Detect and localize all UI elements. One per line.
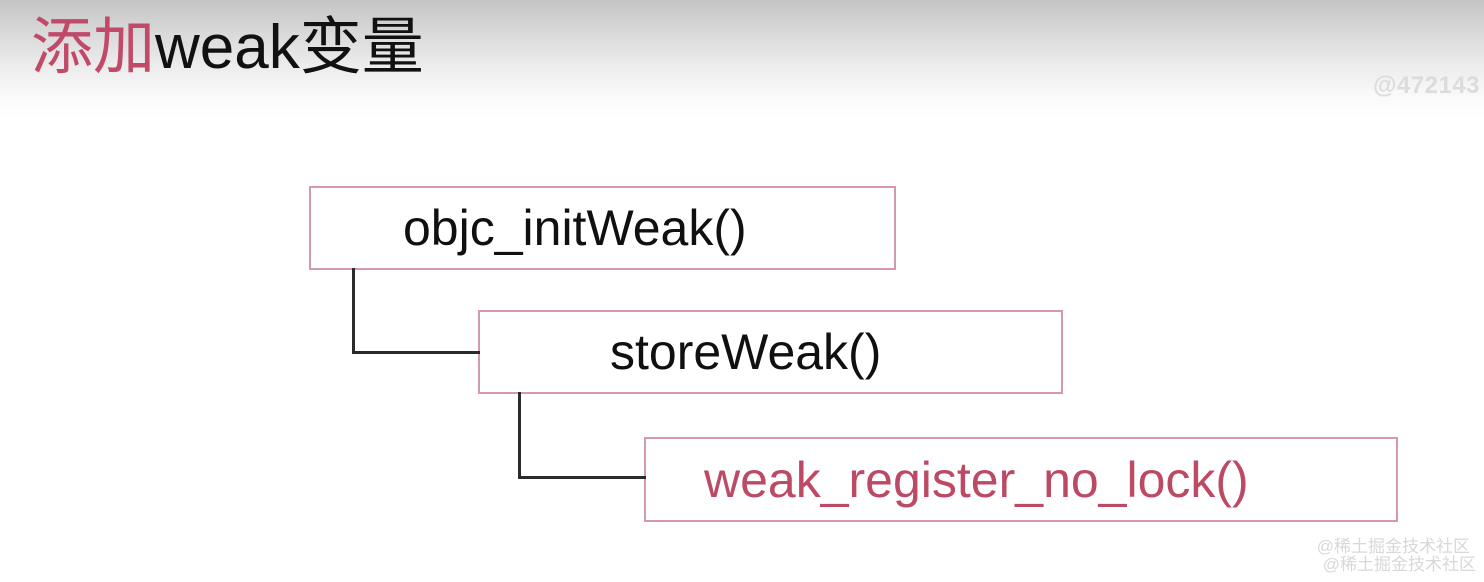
connector-1-horizontal-segment (352, 351, 480, 354)
connector-2-horizontal-segment (518, 476, 646, 479)
diagram-node-label: objc_initWeak() (403, 200, 747, 256)
connector-1-vertical-segment (352, 268, 355, 354)
page-title: 添加weak变量 (31, 11, 424, 84)
page-title-plain: weak变量 (155, 13, 424, 82)
diagram-node-objc-init-weak: objc_initWeak() (309, 186, 896, 270)
watermark-bottom-line-1: @稀土掘金技术社区 (1316, 537, 1470, 556)
diagram-node-weak-register-no-lock: weak_register_no_lock() (644, 437, 1398, 522)
diagram-node-label: weak_register_no_lock() (704, 451, 1249, 508)
page-title-accent: 添加 (31, 13, 156, 82)
diagram-node-store-weak: storeWeak() (478, 310, 1063, 394)
connector-2-vertical-segment (518, 392, 521, 479)
watermark-bottom-right: @稀土掘金技术社区 @稀土掘金技术社区 (1266, 530, 1476, 576)
watermark-bottom-line-2: @稀土掘金技术社区 (1322, 555, 1476, 574)
watermark-top-right: @472143 (1373, 72, 1480, 99)
diagram-node-label: storeWeak() (610, 324, 882, 380)
